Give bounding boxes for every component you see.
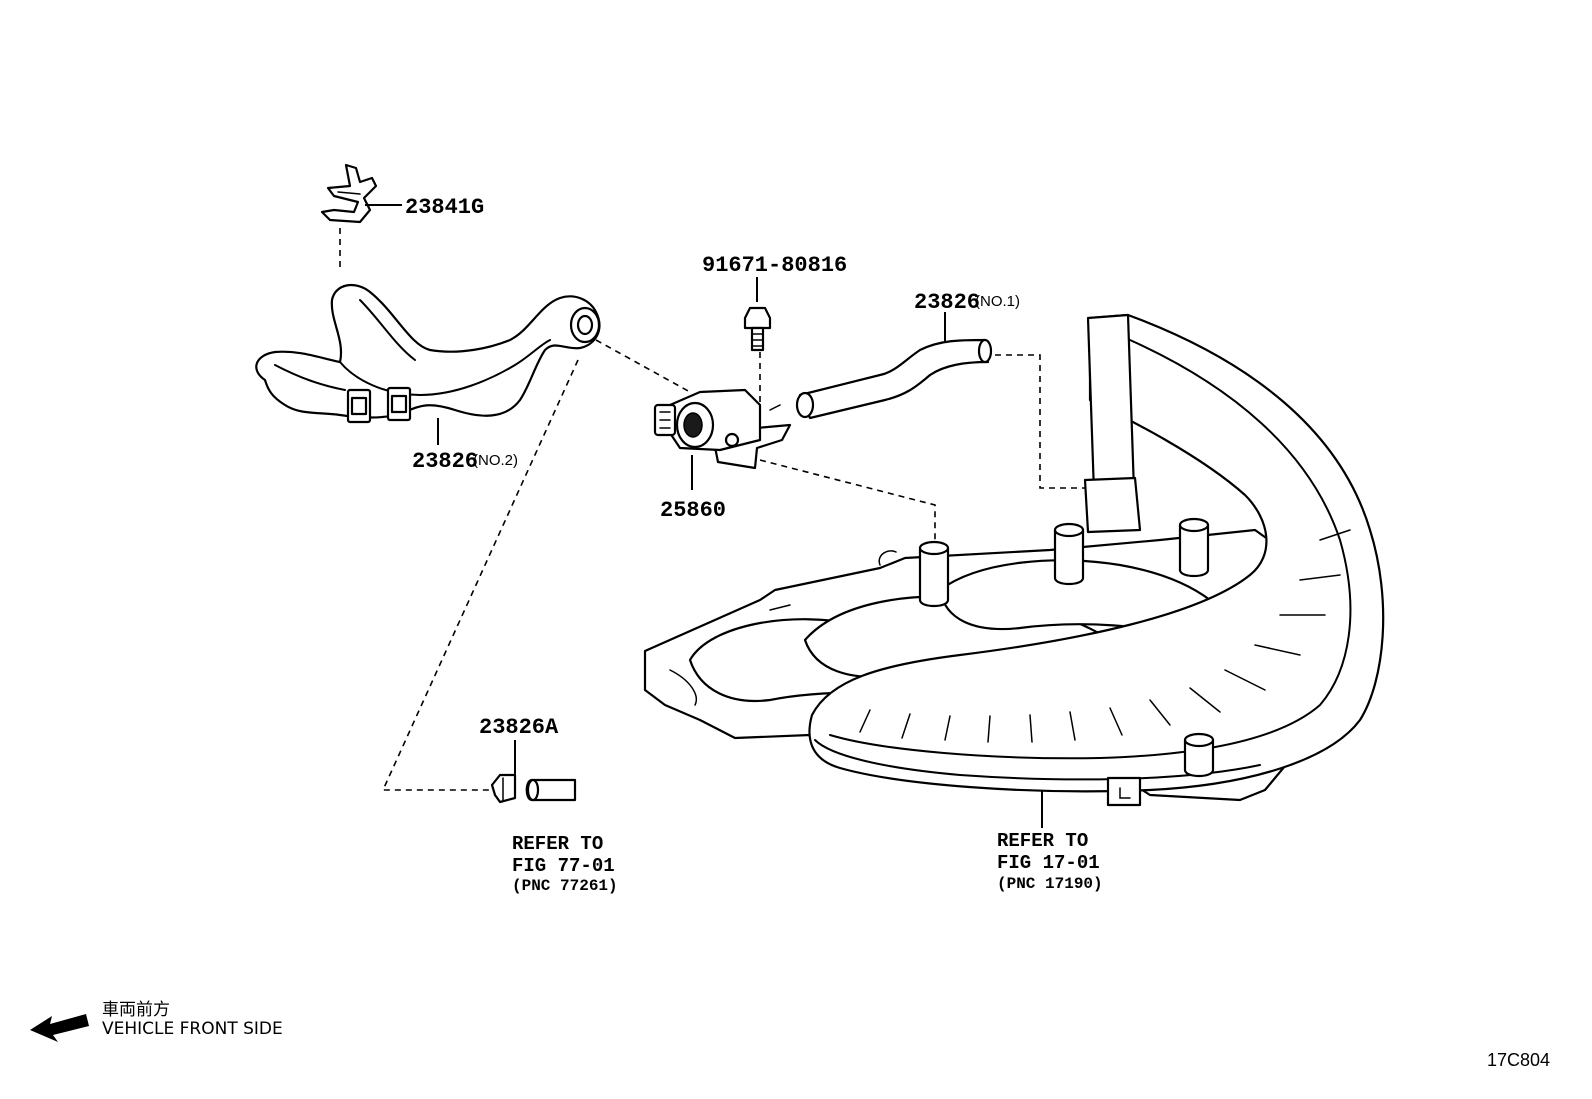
vehicle-front-legend: 車両前方 VEHICLE FRONT SIDE xyxy=(30,1000,283,1042)
dashed-connections xyxy=(339,228,1085,791)
refer-to-fig-77-01: REFER TO FIG 77-01 (PNC 77261) xyxy=(512,833,618,895)
label-25860: 25860 xyxy=(660,498,726,523)
ref-right-line2: FIG 17-01 xyxy=(997,852,1100,874)
manifold-boss xyxy=(1183,732,1215,778)
arrow-left-icon xyxy=(30,1014,89,1042)
ref-left-line2: FIG 77-01 xyxy=(512,855,615,877)
clip-23841g xyxy=(320,163,378,224)
label-23841g: 23841G xyxy=(405,195,484,220)
figure-code: 17C804 xyxy=(1487,1050,1550,1070)
manifold-boss xyxy=(1178,517,1210,578)
hose-no1 xyxy=(795,338,993,420)
legend-english: VEHICLE FRONT SIDE xyxy=(102,1019,283,1039)
label-91671-80816: 91671-80816 xyxy=(702,253,847,278)
ref-right-line3: (PNC 17190) xyxy=(997,875,1103,893)
label-23826-no1-suffix: (NO.1) xyxy=(975,293,1020,310)
refer-to-fig-17-01: REFER TO FIG 17-01 (PNC 17190) xyxy=(997,830,1103,893)
ref-right-line1: REFER TO xyxy=(997,830,1088,852)
label-23826-no2: 23826 xyxy=(412,449,478,474)
hose-no2 xyxy=(255,283,601,424)
ref-left-line3: (PNC 77261) xyxy=(512,877,618,895)
label-23826-no1: 23826 xyxy=(914,290,980,315)
label-23826a: 23826A xyxy=(479,715,559,740)
legend-japanese: 車両前方 xyxy=(102,1000,170,1020)
label-23826-no2-suffix: (NO.2) xyxy=(473,452,518,469)
manifold-boss xyxy=(1053,522,1085,586)
manifold-boss xyxy=(918,540,950,608)
bolt-91671-80816 xyxy=(743,306,772,352)
intake-manifold xyxy=(643,313,1385,807)
ref-left-line1: REFER TO xyxy=(512,833,603,855)
vsv-valve-25860 xyxy=(653,388,792,470)
hose-23826a xyxy=(490,773,577,804)
leader-lines xyxy=(365,204,1043,828)
